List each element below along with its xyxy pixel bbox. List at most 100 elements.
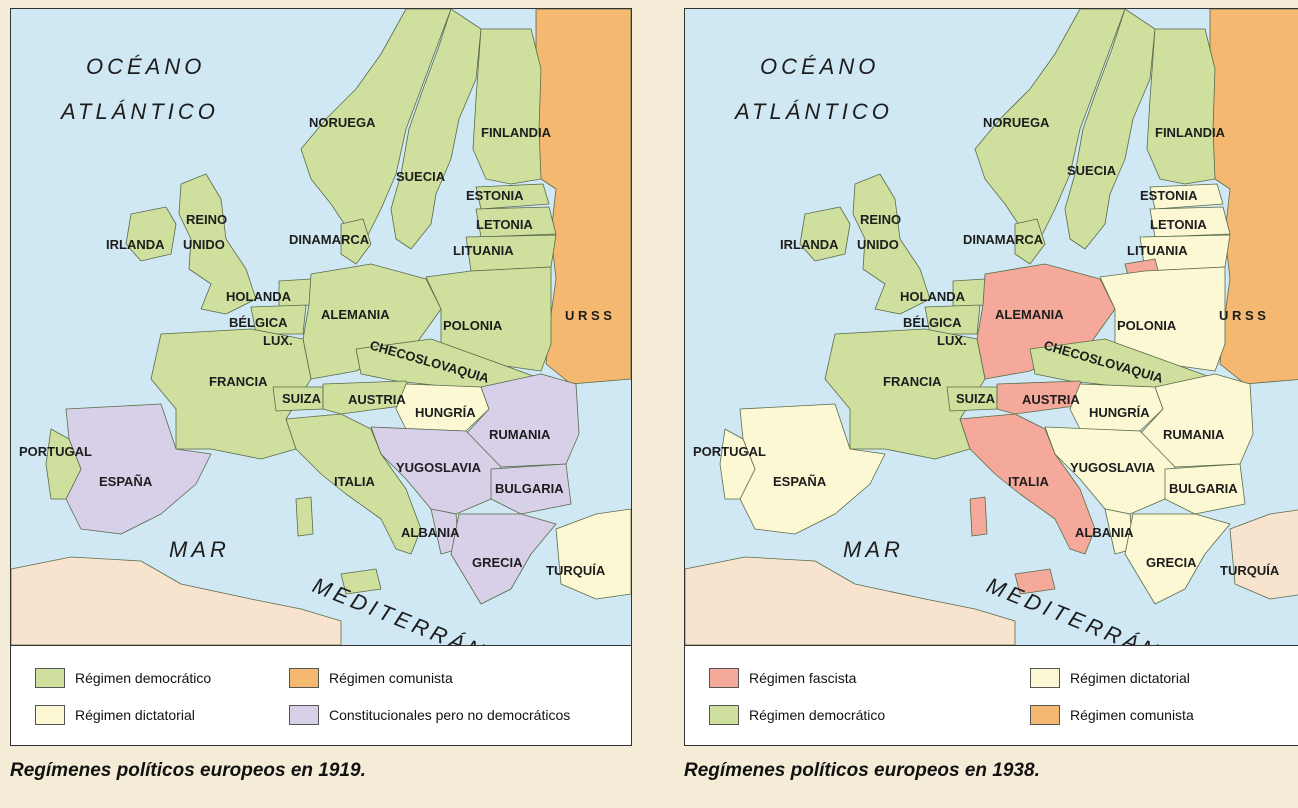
- label-irlanda: IRLANDA: [780, 237, 839, 252]
- label-suecia: SUECIA: [396, 169, 446, 184]
- label-italia: ITALIA: [334, 474, 376, 489]
- sea-label-1: MAR: [843, 537, 904, 562]
- legend-1938: Régimen fascista Régimen dictatorial Rég…: [684, 646, 1298, 746]
- map-panel-1919: OCÉANO ATLÁNTICO MAR MEDITERRÁNEO NORUEG…: [10, 8, 632, 746]
- polonia-shape: [425, 266, 552, 372]
- label-suecia: SUECIA: [1067, 163, 1117, 178]
- label-lux: LUX.: [937, 333, 967, 348]
- label-irlanda: IRLANDA: [106, 237, 165, 252]
- label-francia: FRANCIA: [883, 374, 942, 389]
- label-alemania: ALEMANIA: [321, 307, 390, 322]
- north-africa-shape: [685, 556, 1016, 645]
- dinamarca-shape: [340, 218, 372, 265]
- label-yugoslavia: YUGOSLAVIA: [1070, 460, 1156, 475]
- label-holanda: HOLANDA: [226, 289, 292, 304]
- irlanda-shape: [125, 206, 177, 262]
- legend-item: Régimen democrático: [35, 668, 211, 688]
- label-albania: ALBANIA: [401, 525, 460, 540]
- italia-shape: [285, 413, 422, 555]
- grecia-shape: [1124, 513, 1231, 605]
- label-bulgaria: BULGARIA: [1169, 481, 1238, 496]
- caption-1938: Regímenes políticos europeos en 1938.: [684, 760, 1040, 781]
- label-dinamarca: DINAMARCA: [289, 232, 370, 247]
- label-bulgaria: BULGARIA: [495, 481, 564, 496]
- label-reino: REINO: [186, 212, 227, 227]
- label-letonia: LETONIA: [1150, 217, 1207, 232]
- label-estonia: ESTONIA: [1140, 188, 1198, 203]
- label-polonia: POLONIA: [443, 318, 503, 333]
- label-espana: ESPAÑA: [99, 474, 153, 489]
- finlandia-shape: [1146, 28, 1216, 185]
- belgica-shape: [250, 304, 307, 335]
- turkey-shape: [555, 508, 631, 600]
- sicilia-shape: [1014, 568, 1056, 595]
- label-hungria: HUNGRÍA: [1089, 405, 1150, 420]
- label-rumania: RUMANIA: [1163, 427, 1225, 442]
- legend-item: Régimen dictatorial: [1030, 668, 1190, 688]
- bulgaria-shape: [1164, 463, 1246, 515]
- francia-shape: [824, 328, 986, 460]
- grecia-shape: [450, 513, 557, 605]
- label-finlandia: FINLANDIA: [1155, 125, 1226, 140]
- label-austria: AUSTRIA: [348, 392, 406, 407]
- letonia-shape: [1149, 206, 1231, 238]
- legend-label: Régimen comunista: [1070, 707, 1194, 723]
- label-polonia: POLONIA: [1117, 318, 1177, 333]
- label-portugal: PORTUGAL: [693, 444, 766, 459]
- ocean-label-2: ATLÁNTICO: [733, 99, 893, 124]
- label-austria: AUSTRIA: [1022, 392, 1080, 407]
- legend-swatch: [709, 705, 739, 725]
- legend-item: Régimen dictatorial: [35, 705, 195, 725]
- label-finlandia: FINLANDIA: [481, 125, 552, 140]
- sicilia-shape: [340, 568, 382, 595]
- legend-swatch: [289, 668, 319, 688]
- legend-item: Constitucionales pero no democráticos: [289, 705, 570, 725]
- label-lux: LUX.: [263, 333, 293, 348]
- label-belgica: BÉLGICA: [903, 315, 962, 330]
- label-albania: ALBANIA: [1075, 525, 1134, 540]
- legend-item: Régimen comunista: [289, 668, 453, 688]
- sardinia-shape: [969, 496, 988, 537]
- legend-label: Constitucionales pero no democráticos: [329, 707, 571, 723]
- reino-unido-shape: [178, 173, 257, 315]
- caption-1919: Regímenes políticos europeos en 1919.: [10, 760, 366, 781]
- label-letonia: LETONIA: [476, 217, 533, 232]
- label-grecia: GRECIA: [1146, 555, 1197, 570]
- label-lituania: LITUANIA: [453, 243, 514, 258]
- italia-shape: [959, 413, 1096, 555]
- estonia-shape: [1149, 183, 1224, 210]
- label-alemania: ALEMANIA: [995, 307, 1064, 322]
- finlandia-shape: [472, 28, 542, 185]
- legend-swatch: [35, 668, 65, 688]
- label-hungria: HUNGRÍA: [415, 405, 476, 420]
- ocean-label-1: OCÉANO: [760, 54, 879, 79]
- legend-swatch: [709, 668, 739, 688]
- turkey-shape: [1229, 509, 1298, 600]
- legend-label: Régimen democrático: [749, 707, 886, 723]
- label-turquia: TURQUÍA: [1220, 563, 1280, 578]
- legend-item: Régimen comunista: [1030, 705, 1194, 725]
- label-italia: ITALIA: [1008, 474, 1050, 489]
- label-suiza: SUIZA: [956, 391, 996, 406]
- austria-shape: [996, 380, 1091, 415]
- legend-item: Régimen democrático: [709, 705, 885, 725]
- label-espana: ESPAÑA: [773, 474, 827, 489]
- label-reino: REINO: [860, 212, 901, 227]
- label-estonia: ESTONIA: [466, 188, 524, 203]
- estonia-shape: [475, 183, 550, 210]
- label-urss: U R S S: [1219, 308, 1266, 323]
- label-rumania: RUMANIA: [489, 427, 551, 442]
- label-belgica: BÉLGICA: [229, 315, 288, 330]
- ocean-label-1: OCÉANO: [86, 54, 205, 79]
- legend-swatch: [35, 705, 65, 725]
- suecia-shape: [390, 9, 482, 250]
- letonia-shape: [475, 206, 557, 238]
- portugal-shape: [45, 428, 82, 500]
- francia-shape: [150, 328, 312, 460]
- label-grecia: GRECIA: [472, 555, 523, 570]
- reino-unido-shape: [852, 173, 931, 315]
- legend-label: Régimen fascista: [749, 670, 857, 686]
- map-1938-svg: OCÉANO ATLÁNTICO MAR MEDITERRÁNEO NORUEG…: [685, 9, 1298, 645]
- map-1938: OCÉANO ATLÁNTICO MAR MEDITERRÁNEO NORUEG…: [684, 8, 1298, 646]
- label-urss: U R S S: [565, 308, 612, 323]
